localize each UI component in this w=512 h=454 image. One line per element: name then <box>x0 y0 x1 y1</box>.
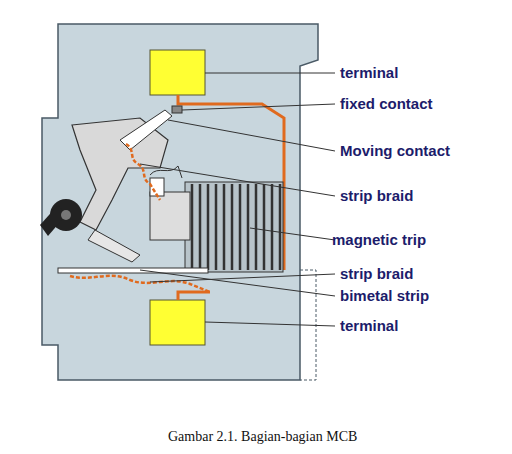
terminal-block <box>150 50 205 95</box>
part-label: magnetic trip <box>332 231 426 249</box>
part-label: terminal <box>340 64 398 82</box>
knob-lever <box>40 205 66 236</box>
latch <box>88 230 140 262</box>
figure-caption: Gambar 2.1. Bagian-bagian MCB <box>168 428 357 446</box>
coil-windings <box>192 184 280 270</box>
part-label: bimetal strip <box>340 287 429 305</box>
part-label: strip braid <box>340 187 413 205</box>
part-label: terminal <box>340 317 398 335</box>
fixed-contact <box>172 106 182 113</box>
braid <box>126 144 160 200</box>
moving-contact-arm <box>72 118 168 230</box>
braid <box>70 276 210 292</box>
part-label: fixed contact <box>340 95 433 113</box>
plunger <box>150 192 190 240</box>
conductor <box>178 292 210 300</box>
part-label: Moving contact <box>340 142 450 160</box>
housing <box>42 24 318 380</box>
terminal-block <box>150 300 205 345</box>
knob-pin <box>61 210 71 220</box>
leader-lines <box>140 73 335 326</box>
coil <box>185 182 283 272</box>
bimetal-strip <box>58 268 208 273</box>
part-label: strip braid <box>340 265 413 283</box>
